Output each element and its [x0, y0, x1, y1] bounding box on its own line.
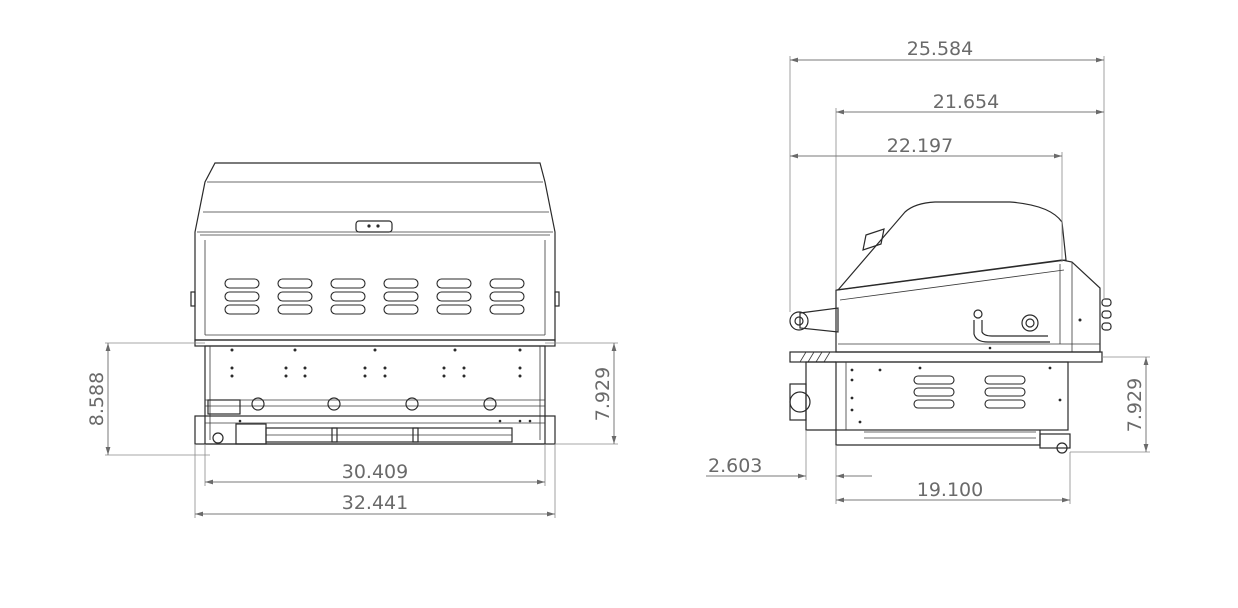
front-vent [436, 278, 472, 315]
dim-label-lid-depth: 22.197 [887, 135, 953, 157]
dim-hood-depth: 21.654 [835, 91, 1104, 290]
side-vents [913, 375, 1026, 409]
front-vents [224, 278, 525, 315]
side-vent [984, 375, 1026, 409]
dim-label-base-height: 8.588 [86, 372, 108, 426]
front-vent [383, 278, 419, 315]
dim-label-base-width: 30.409 [342, 461, 408, 483]
dim-label-body-height-front: 7.929 [592, 367, 614, 421]
dim-label-knob-offset: 2.603 [708, 455, 762, 477]
dim-label-hood-depth: 21.654 [933, 91, 999, 113]
side-vent [913, 375, 955, 409]
front-vent [277, 278, 313, 315]
side-hood [789, 201, 1112, 353]
front-vent [224, 278, 260, 315]
front-vent [330, 278, 366, 315]
dim-base-width: 30.409 [204, 444, 546, 486]
dim-body-height-front: 7.929 [545, 342, 618, 445]
dim-overall-depth: 25.584 [789, 38, 1105, 312]
side-view: 25.584 21.654 22.197 7.929 2.603 [706, 38, 1150, 504]
dim-label-overall-depth: 25.584 [907, 38, 973, 60]
side-body [789, 351, 1103, 454]
dim-base-height: 8.588 [86, 342, 210, 456]
front-body [194, 339, 556, 445]
dim-label-base-depth: 19.100 [917, 479, 983, 501]
dim-label-overall-width: 32.441 [342, 492, 408, 514]
dim-lid-depth: 22.197 [790, 135, 1063, 262]
dim-body-height-side: 7.929 [1070, 356, 1150, 453]
dim-overall-width: 32.441 [194, 444, 556, 518]
front-vent [489, 278, 525, 315]
dim-knob-offset: 2.603 [706, 430, 872, 504]
front-view: 8.588 7.929 30.409 32.441 [86, 162, 618, 518]
dim-base-depth: 19.100 [836, 452, 1071, 504]
dim-label-body-height-side: 7.929 [1124, 378, 1146, 432]
